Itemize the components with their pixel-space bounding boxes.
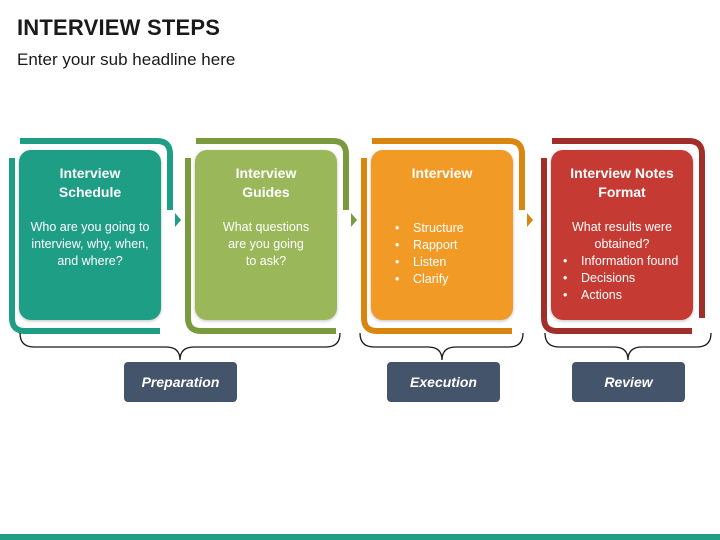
step-2-description: What questions are you going to ask? xyxy=(222,220,310,268)
list-item: Rapport xyxy=(389,237,507,254)
step-2-frame xyxy=(185,138,357,334)
list-item: Clarify xyxy=(389,271,507,288)
step-3-frame xyxy=(361,138,533,334)
list-item: Structure xyxy=(389,220,507,237)
list-item: Decisions xyxy=(557,270,687,287)
step-3-bullet-list: Structure Rapport Listen Clarify xyxy=(377,220,507,288)
step-card-interview: Interview Structure Rapport Listen Clari… xyxy=(371,150,513,320)
step-1-description: Who are you going to interview, why, whe… xyxy=(30,220,150,268)
page-subtitle: Enter your sub headline here xyxy=(17,50,236,69)
brace-execution xyxy=(359,332,524,361)
page-title: INTERVIEW STEPS xyxy=(17,15,221,40)
step-card-interview-notes-format: Interview Notes Format What results were… xyxy=(551,150,693,320)
brace-preparation xyxy=(19,332,341,361)
list-item: Listen xyxy=(389,254,507,271)
step-1-heading: Interview Schedule xyxy=(58,165,122,200)
group-label-preparation: Preparation xyxy=(124,362,237,402)
step-card-interview-guides: Interview Guides What questions are you … xyxy=(195,150,337,320)
step-2-heading: Interview Guides xyxy=(235,165,297,200)
step-4-frame xyxy=(541,138,705,334)
group-label-execution: Execution xyxy=(387,362,500,402)
step-1-frame xyxy=(9,138,181,334)
group-label-review: Review xyxy=(572,362,685,402)
list-item: Information found xyxy=(557,253,687,270)
step-4-bullet-list: Information found Decisions Actions xyxy=(557,253,687,304)
bottom-accent-bar xyxy=(0,534,720,540)
brace-review xyxy=(544,332,712,361)
step-3-heading: Interview xyxy=(411,165,473,181)
list-item: Actions xyxy=(557,287,687,304)
step-4-heading: Interview Notes Format xyxy=(570,165,674,200)
step-4-description: What results were obtained? xyxy=(571,220,673,251)
step-card-interview-schedule: Interview Schedule Who are you going to … xyxy=(19,150,161,320)
